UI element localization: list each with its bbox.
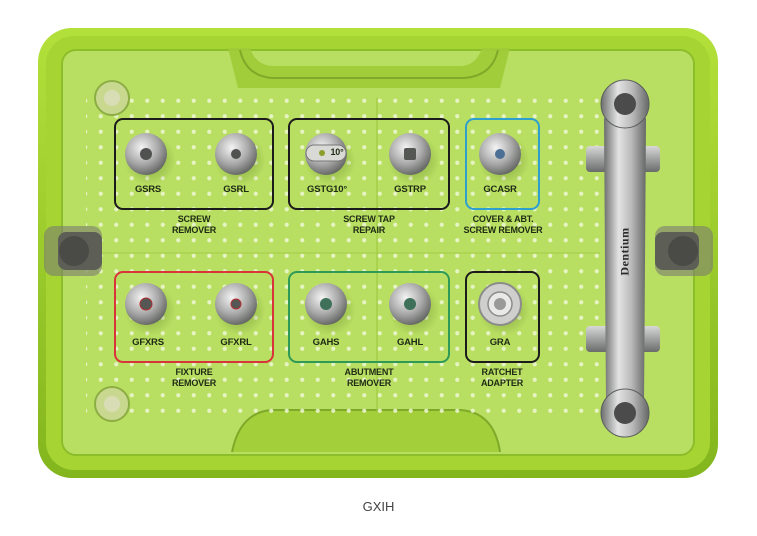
tool-code-gsrl: GSRL [223,184,249,195]
group-box-abutment-remover [288,271,450,363]
tool-code-gstrp: GSTRP [394,184,426,195]
tool-code-gfxrl: GFXRL [220,337,252,348]
group-label-cover-abt-screw-remover: COVER & ABT. SCREW REMOVER [455,214,551,236]
group-label-line: REPAIR [352,225,386,235]
group-label-screw-remover: SCREW REMOVER [154,214,234,236]
group-label-line: SCREW [177,214,211,224]
group-label-ratchet-adapter: RATCHET ADAPTER [462,367,542,389]
tool-marking-10deg: 10° [330,147,344,157]
group-label-line: REMOVER [171,378,217,388]
product-caption: GXIH [362,499,395,514]
tool-code-gsrs: GSRS [134,184,162,195]
group-box-screw-remover [114,118,274,210]
group-label-line: SCREW REMOVER [463,225,543,235]
group-label-abutment-remover: ABUTMENT REMOVER [329,367,409,389]
group-label-screw-tap-repair: SCREW TAP REPAIR [329,214,409,236]
tool-code-gstg10: GSTG10° [307,184,347,195]
tool-code-gfxrs: GFXRS [132,337,164,348]
tool-code-gcasr: GCASR [483,184,517,195]
left-latch [44,226,102,276]
tool-code-gahs: GAHS [312,337,340,348]
group-box-fixture-remover [114,271,274,363]
tool-code-gra: GRA [489,337,511,348]
group-label-fixture-remover: FIXTURE REMOVER [154,367,234,389]
group-label-line: SCREW TAP [343,214,395,224]
corner-boss-icon [94,80,130,422]
group-label-line: REMOVER [171,225,217,235]
group-label-line: REMOVER [346,378,392,388]
group-label-line: FIXTURE [175,367,213,377]
wrench-brand-label: Dentium [617,227,632,276]
bottom-handle [231,409,501,453]
group-box-ratchet-adapter [465,271,540,363]
group-label-line: RATCHET [481,367,523,377]
tool-code-gahl: GAHL [396,337,424,348]
wrench-icon [586,79,660,438]
instrument-wells [124,133,530,336]
right-latch [655,226,713,276]
top-handle [239,49,499,79]
group-label-line: COVER & ABT. [472,214,534,224]
group-label-line: ABUTMENT [344,367,394,377]
group-box-screw-tap-repair [288,118,450,210]
group-box-cover-abt-screw-remover [465,118,540,210]
group-label-line: ADAPTER [480,378,524,388]
